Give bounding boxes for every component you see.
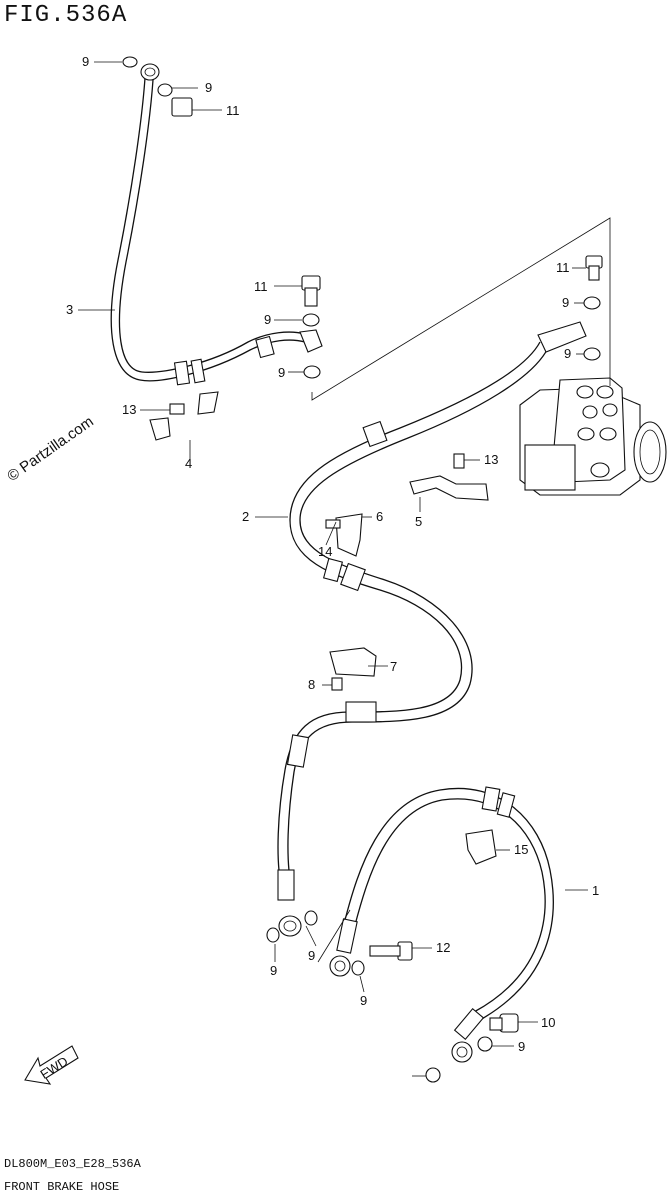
callout-1: 1 xyxy=(592,883,599,898)
callout-10: 10 xyxy=(541,1015,555,1030)
hose-3 xyxy=(110,63,323,386)
callout-3: 3 xyxy=(66,302,73,317)
abs-unit-icon xyxy=(519,377,667,496)
callout-13: 13 xyxy=(484,452,498,467)
callout-11: 11 xyxy=(226,103,240,118)
callout-9: 9 xyxy=(264,312,271,327)
callout-2: 2 xyxy=(242,509,249,524)
callout-labels: 9 9 11 3 11 9 9 13 4 2 6 14 5 13 11 9 9 … xyxy=(66,54,599,1054)
callout-9: 9 xyxy=(270,963,277,978)
callout-14: 14 xyxy=(318,544,332,559)
callout-9: 9 xyxy=(360,993,367,1008)
callout-7: 7 xyxy=(390,659,397,674)
callout-11: 11 xyxy=(254,279,268,294)
banjo-bolt-icon xyxy=(171,97,603,1033)
callout-8: 8 xyxy=(308,677,315,692)
callout-15: 15 xyxy=(514,842,528,857)
callout-5: 5 xyxy=(415,514,422,529)
hose-2 xyxy=(277,321,587,937)
callout-9: 9 xyxy=(308,948,315,963)
figure-title: FIG.536A xyxy=(4,2,128,29)
hose-1 xyxy=(329,786,554,1063)
fwd-arrow-icon: FWD xyxy=(24,1045,79,1085)
callout-9: 9 xyxy=(82,54,89,69)
clamp-icon xyxy=(149,391,497,865)
callout-13: 13 xyxy=(122,402,136,417)
callout-9: 9 xyxy=(278,365,285,380)
callout-4: 4 xyxy=(185,456,192,471)
footer-code: DL800M_E03_E28_536A xyxy=(4,1157,141,1171)
footer-name: FRONT BRAKE HOSE xyxy=(4,1180,120,1194)
callout-9: 9 xyxy=(564,346,571,361)
washer-icon xyxy=(122,56,601,1083)
callout-12: 12 xyxy=(436,940,450,955)
leader-lines xyxy=(78,61,611,1077)
callout-9: 9 xyxy=(562,295,569,310)
callout-9: 9 xyxy=(518,1039,525,1054)
callout-6: 6 xyxy=(376,509,383,524)
callout-9: 9 xyxy=(205,80,212,95)
callout-11: 11 xyxy=(556,260,570,275)
